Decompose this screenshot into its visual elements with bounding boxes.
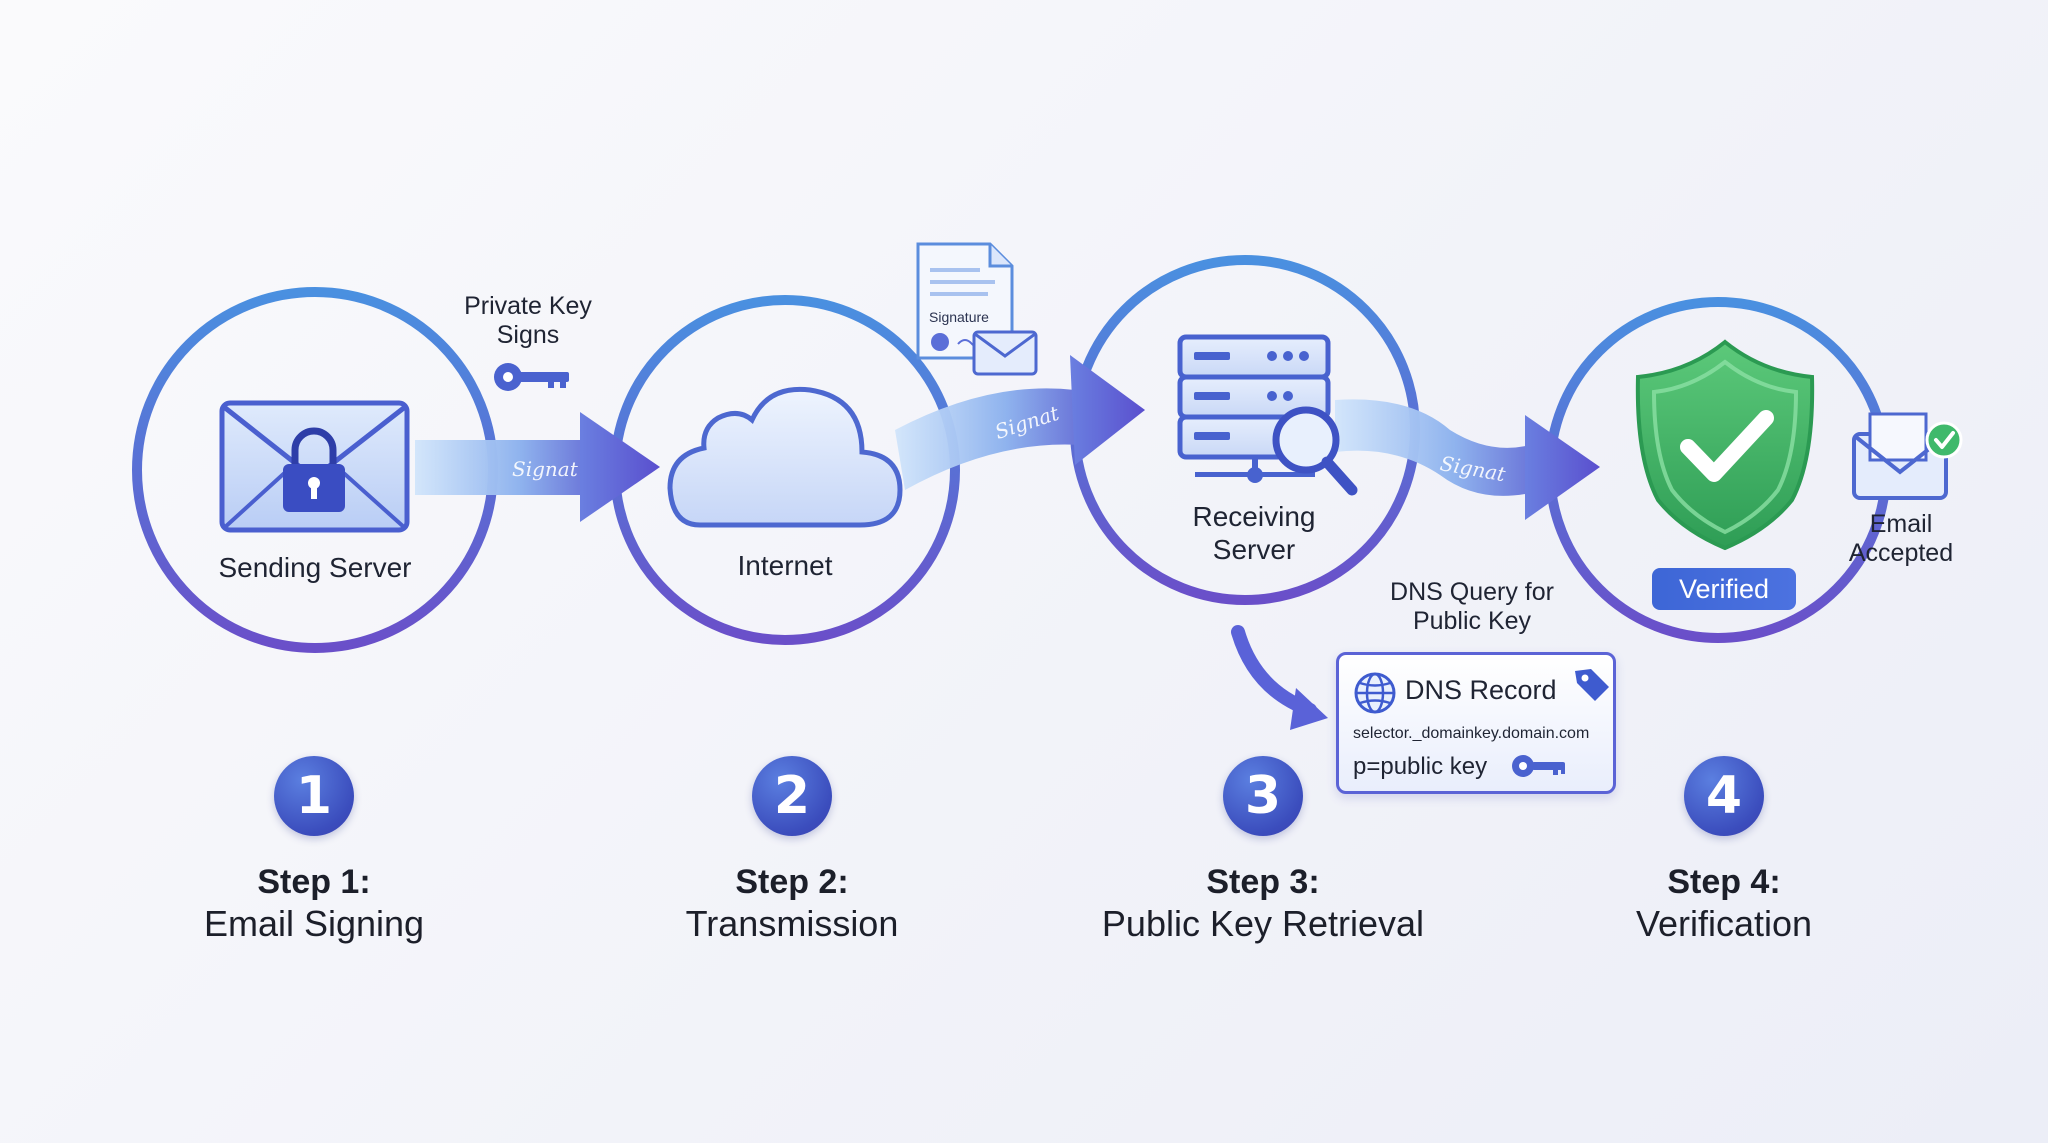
step-4-title: Step 4: [1667,863,1781,901]
step-3-title: Step 3: [1206,863,1320,901]
step-4-badge: 4 [1684,756,1764,836]
signature-script-1: Signat [512,457,579,481]
server-search-icon [1177,334,1358,496]
step-3-subtitle: Public Key Retrieval [1101,903,1425,944]
dns-record-card: DNS Record selector._domainkey.domain.co… [1336,652,1616,794]
step-1-subtitle: Email Signing [203,903,425,944]
node-label-receiving-server: Receiving Server [1192,501,1316,565]
step-4-subtitle: Verification [1635,903,1813,944]
step-2-subtitle: Transmission [685,903,899,944]
dns-record-value: p=public key [1353,753,1488,780]
email-accepted-icon [1852,412,1963,500]
email-accepted-note: Email Accepted [1848,510,1954,567]
dns-record-title: DNS Record [1405,675,1557,705]
arrow-send-to-internet: Signat [415,412,660,522]
dns-query-note: DNS Query for Public Key [1390,578,1554,635]
envelope-small-icon [972,330,1038,376]
envelope-lock-icon [219,400,410,533]
private-key-signs-note: Private Key Signs [464,292,592,349]
node-label-internet: Internet [737,550,833,581]
step-2-badge: 2 [752,756,832,836]
shield-check-icon [1635,339,1815,551]
key-icon [494,363,569,391]
step-2-title: Step 2: [735,863,849,901]
arrow-receiving-to-verified: Signat [1335,399,1600,520]
arrow-dns-query [1231,625,1328,730]
public-key-icon [1512,755,1565,777]
dns-record-selector: selector._domainkey.domain.com [1353,725,1590,742]
arrow-internet-to-receiving: Signat [895,355,1145,490]
node-label-sending-server: Sending Server [218,552,412,583]
step-3-badge: 3 [1223,756,1303,836]
step-1-badge: 1 [274,756,354,836]
step-1-title: Step 1: [257,863,371,901]
verified-badge: Verified [1652,568,1796,610]
tag-icon [1575,669,1609,701]
signature-doc-label: Signature [929,309,989,325]
signature-document-icon: Signature [916,242,1014,360]
cloud-icon [667,386,903,528]
globe-icon [1354,672,1396,714]
